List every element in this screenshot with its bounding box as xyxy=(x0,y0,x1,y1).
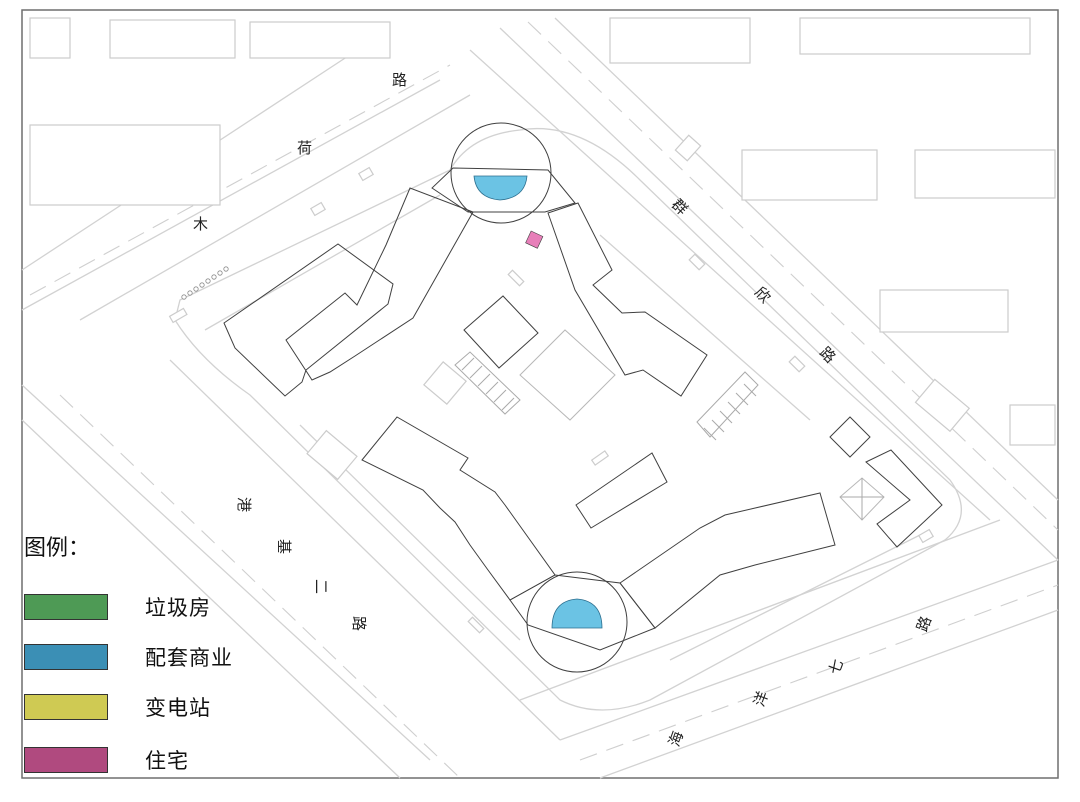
svg-text:基: 基 xyxy=(275,539,293,554)
legend-label: 配套商业 xyxy=(145,646,233,670)
residential-building-nw xyxy=(285,187,474,381)
legend-item-commercial: 配套商业 xyxy=(24,643,233,671)
garbage-room xyxy=(829,416,871,458)
svg-text:洋: 洋 xyxy=(750,689,772,709)
svg-text:海: 海 xyxy=(665,729,687,749)
svg-text:路: 路 xyxy=(392,71,407,89)
legend-swatch xyxy=(24,594,108,620)
residential-building-sw xyxy=(361,416,556,601)
road-label-haiyangqi: 海 洋 七 路 xyxy=(665,614,935,749)
legend-swatch xyxy=(24,747,108,773)
planting-beads xyxy=(181,266,229,300)
substation-north xyxy=(463,295,539,369)
legend-label: 住宅 xyxy=(145,749,189,773)
legend-title: 图例： xyxy=(24,536,91,561)
substation-south xyxy=(575,452,668,529)
entrance-marker xyxy=(525,230,544,249)
svg-text:路: 路 xyxy=(816,343,839,366)
road-label-muhe: 木 荷 路 xyxy=(193,71,407,233)
substation-east xyxy=(865,449,943,548)
parking-ramps xyxy=(454,351,759,441)
residential-building-se xyxy=(619,492,836,629)
road-lines xyxy=(21,17,1059,779)
plaza-tiny-text xyxy=(548,367,552,374)
legend-item-residential: 住宅 xyxy=(24,746,189,774)
road-label-qunxin: 群 欣 路 xyxy=(668,195,839,366)
commercial-rotunda-north xyxy=(431,122,576,224)
svg-text:群: 群 xyxy=(668,195,691,218)
residential-building-ne xyxy=(547,202,708,397)
commercial-rotunda-south xyxy=(509,571,656,673)
legend-item-garbage-room: 垃圾房 xyxy=(24,593,211,621)
svg-text:路: 路 xyxy=(913,614,935,634)
road-label-gangji: 港 基 二 路 xyxy=(235,497,368,631)
svg-text:港: 港 xyxy=(235,497,253,512)
legend-swatch xyxy=(24,694,108,720)
legend-label: 垃圾房 xyxy=(145,596,211,620)
central-plaza xyxy=(519,329,616,421)
svg-text:木: 木 xyxy=(193,215,208,233)
svg-text:路: 路 xyxy=(350,616,368,631)
legend-item-substation: 变电站 xyxy=(24,693,211,721)
svg-text:二: 二 xyxy=(312,579,330,594)
svg-text:荷: 荷 xyxy=(297,139,312,157)
legend-label: 变电站 xyxy=(145,696,211,720)
surrounding-buildings xyxy=(29,17,1056,634)
annotation-tiny xyxy=(320,460,324,467)
map-frame xyxy=(21,9,1059,779)
legend-swatch xyxy=(24,644,108,670)
svg-text:七: 七 xyxy=(825,657,847,677)
